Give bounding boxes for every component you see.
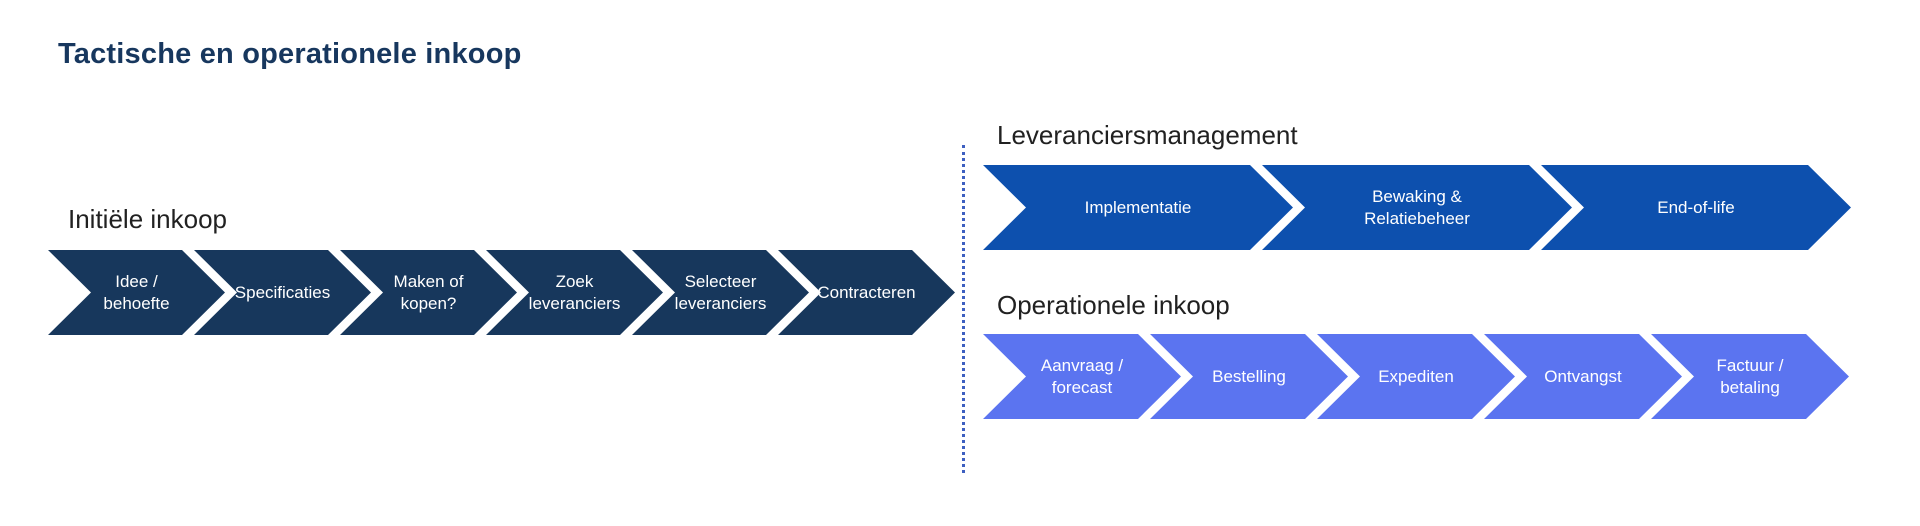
chevron-step-aanvraag-forecast: Aanvraag / forecast — [983, 334, 1181, 419]
chevron-step-label: Factuur / betaling — [1716, 356, 1784, 397]
page-title: Tactische en operationele inkoop — [58, 38, 522, 70]
flow-operational-row: Aanvraag / forecast Bestelling Expediten… — [983, 334, 1849, 419]
dotted-divider — [962, 145, 965, 473]
chevron-step-label: Maken of kopen? — [393, 272, 464, 313]
chevron-step-contracteren: Contracteren — [778, 250, 955, 335]
chevron-step-label: Idee / behoefte — [103, 272, 170, 313]
chevron-step-idee-behoefte: Idee / behoefte — [48, 250, 225, 335]
chevron-step-label: Bestelling — [1212, 366, 1286, 386]
chevron-step-label: Implementatie — [1084, 197, 1192, 217]
chevron-step-bewaking-relatiebeheer: Bewaking & Relatiebeheer — [1262, 165, 1572, 250]
chevron-step-label: Specificaties — [234, 282, 331, 302]
chevron-step-label: Selecteer leveranciers — [674, 272, 767, 313]
chevron-step-implementatie: Implementatie — [983, 165, 1293, 250]
chevron-step-expediten: Expediten — [1317, 334, 1515, 419]
chevron-step-label: End-of-life — [1657, 197, 1735, 217]
flow-supplier-row: Implementatie Bewaking & Relatiebeheer E… — [983, 165, 1851, 250]
flow-supplier-title: Leveranciersmanagement — [997, 120, 1298, 150]
chevron-step-label: Bewaking & Relatiebeheer — [1364, 187, 1470, 228]
chevron-step-label: Contracteren — [817, 282, 916, 302]
flow-initial-row: Idee / behoefte Specificaties Maken of k… — [48, 250, 955, 335]
chevron-step-label: Zoek leveranciers — [528, 272, 621, 313]
chevron-step-label: Aanvraag / forecast — [1040, 356, 1124, 397]
flow-operational-title: Operationele inkoop — [997, 290, 1230, 320]
flow-initial-title: Initiële inkoop — [68, 204, 227, 234]
chevron-step-end-of-life: End-of-life — [1541, 165, 1851, 250]
chevron-step-label: Expediten — [1378, 366, 1454, 386]
chevron-step-label: Ontvangst — [1544, 366, 1622, 386]
